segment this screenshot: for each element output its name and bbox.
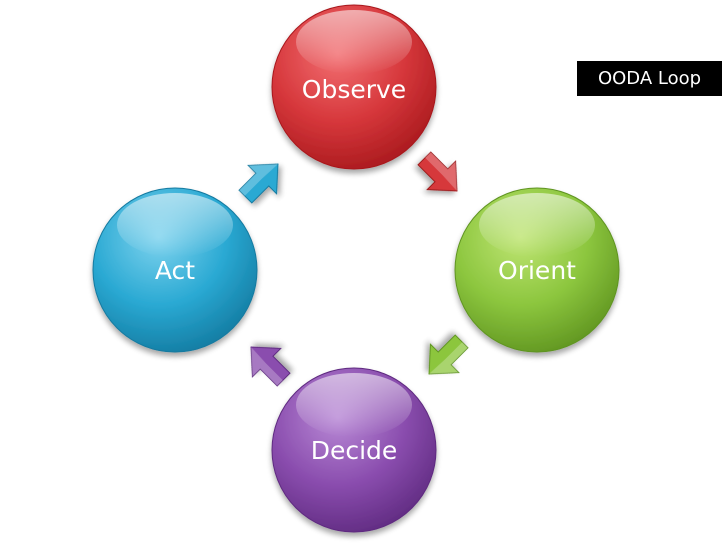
arrow-orient-to-decide xyxy=(428,334,469,375)
node-orient: Orient xyxy=(454,187,620,353)
arrow-act-to-observe xyxy=(238,163,279,204)
node-act: Act xyxy=(92,187,258,353)
diagram-title: OODA Loop xyxy=(577,61,722,96)
arrow-observe-to-orient xyxy=(417,151,458,192)
node-decide: Decide xyxy=(271,367,437,533)
node-observe-label: Observe xyxy=(302,75,406,104)
node-orient-label: Orient xyxy=(498,256,576,285)
node-decide-label: Decide xyxy=(311,436,398,465)
node-observe: Observe xyxy=(271,4,437,170)
node-act-label: Act xyxy=(155,256,195,285)
arrow-decide-to-act xyxy=(250,346,291,387)
